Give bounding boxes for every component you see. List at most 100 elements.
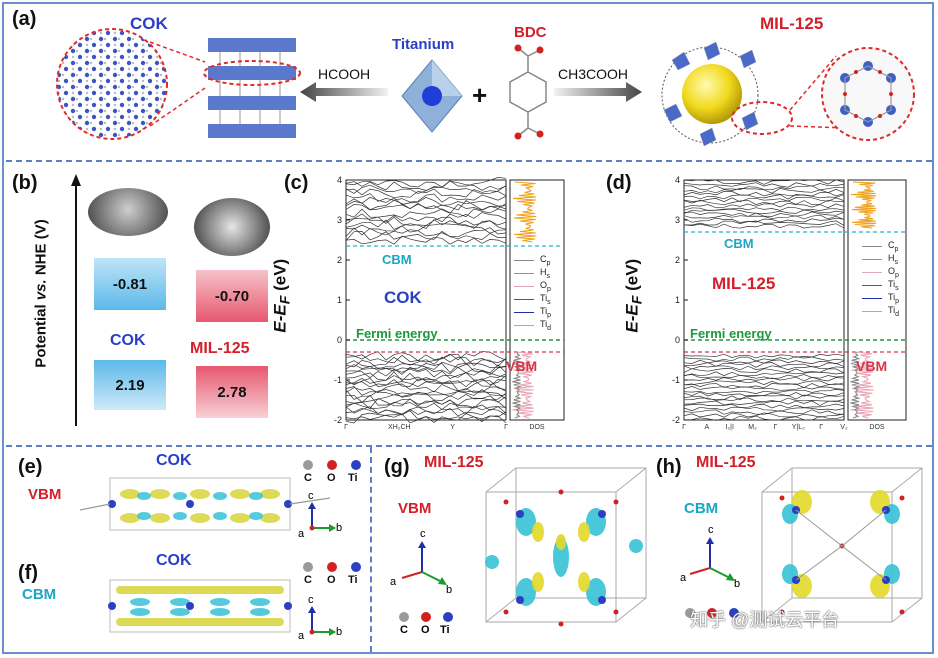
- band-line: [683, 365, 845, 371]
- atom-c-label-f: C: [304, 574, 312, 586]
- band-line: [345, 362, 507, 374]
- axis-c-f: c: [308, 594, 314, 606]
- legend-entry: Op: [862, 266, 899, 279]
- legend-label: Hs: [540, 267, 550, 280]
- panel-h-cell: [761, 467, 923, 623]
- band-line: [683, 217, 845, 223]
- atom-ti-label-f: Ti: [348, 574, 358, 586]
- dos-c-p-curve: [850, 351, 861, 419]
- band-line: [683, 382, 845, 389]
- atom-legend-e-dots: [303, 460, 361, 470]
- band-line: [345, 368, 507, 379]
- band-line: [345, 212, 507, 223]
- legend-entry: Hs: [862, 253, 899, 266]
- panel-f-title: COK: [156, 552, 192, 569]
- band-line: [345, 208, 507, 218]
- cok-layer-stack: [203, 38, 301, 138]
- band-frame: [345, 179, 507, 421]
- band-lines: [345, 177, 507, 424]
- arrow-right: [554, 82, 642, 102]
- legend-swatch: [862, 298, 882, 299]
- legend-label: Cp: [540, 254, 551, 267]
- cok-name: COK: [110, 332, 146, 349]
- panel-b-label: (b): [12, 172, 38, 194]
- atom-c-label-g: C: [400, 624, 408, 636]
- band-line: [683, 211, 845, 217]
- band-line: [683, 386, 845, 391]
- panel-a-label: (a): [12, 8, 37, 30]
- panel-e-tag: VBM: [28, 486, 62, 503]
- legend-label: Cp: [888, 240, 899, 253]
- band-line: [345, 216, 507, 226]
- band-line: [683, 389, 845, 395]
- legend-entry: Hs: [514, 267, 551, 280]
- legend-label: Tip: [540, 306, 552, 319]
- axis-a-e: a: [298, 528, 305, 540]
- band-line: [683, 409, 845, 415]
- plus-sign: +: [472, 80, 488, 110]
- panel-e-label: (e): [18, 456, 43, 478]
- band-line: [683, 394, 845, 401]
- atom-legend-f-dots: [303, 562, 361, 572]
- band-line: [345, 351, 507, 362]
- band-line: [683, 206, 845, 211]
- y-tick-label: 4: [675, 175, 680, 185]
- y-tick-label: -2: [672, 415, 680, 425]
- cok-zoom-circle: [56, 28, 168, 140]
- band-line: [345, 410, 507, 420]
- panel-c-label: (c): [284, 172, 309, 194]
- legend-label: Hs: [888, 253, 898, 266]
- hcooh-label: HCOOH: [318, 66, 371, 82]
- panel-e-title: COK: [156, 452, 192, 469]
- band-line: [683, 359, 845, 365]
- x-tick-label: Γ: [819, 424, 823, 431]
- dos-ti-d-curve: [850, 181, 877, 229]
- watermark-text: 知乎 @测试云平台: [690, 610, 840, 630]
- legend-swatch: [862, 246, 882, 247]
- axis-b-h: b: [734, 578, 741, 590]
- band-line: [683, 412, 845, 418]
- panel-g-axes: [401, 541, 447, 585]
- x-tick-label: Γ: [682, 424, 686, 431]
- band-line: [345, 398, 507, 409]
- legend-swatch: [514, 286, 534, 287]
- band-line: [683, 182, 845, 188]
- panel-d-vbm-label: VBM: [856, 358, 888, 374]
- band-line: [345, 235, 507, 245]
- axis-a-g: a: [390, 576, 397, 588]
- band-line: [683, 199, 845, 206]
- titanium-label: Titanium: [392, 36, 455, 53]
- band-line: [683, 191, 845, 197]
- panel-f-structure: [108, 579, 292, 633]
- panel-d-cbm-label: CBM: [724, 236, 754, 251]
- panel-h-label: (h): [656, 456, 682, 478]
- x-tick-label: Γ: [504, 424, 508, 431]
- y-tick-label: -1: [334, 375, 342, 385]
- axes-f-arrows: [308, 606, 336, 636]
- dos-o-p-curve: [512, 351, 534, 419]
- band-line: [683, 415, 845, 421]
- bdc-molecule: [509, 47, 547, 137]
- axis-a-h: a: [680, 572, 687, 584]
- band-line: [683, 179, 845, 185]
- ch3cooh-label: CH3COOH: [558, 66, 629, 82]
- potential-axis-arrow: [71, 174, 81, 426]
- band-line: [345, 383, 507, 394]
- band-line: [345, 380, 507, 391]
- legend-swatch: [514, 299, 534, 300]
- legend-label: Op: [888, 266, 899, 279]
- y-tick-label: 3: [337, 215, 342, 225]
- x-tick-label: I₂|I: [725, 424, 733, 431]
- band-line: [345, 199, 507, 211]
- legend-entry: Tid: [514, 319, 551, 332]
- band-line: [683, 406, 845, 412]
- axis-b-g: b: [446, 584, 453, 596]
- x-tick-label: XH₂CH: [388, 424, 411, 431]
- mil125-cage: [661, 41, 793, 147]
- y-tick-label: 1: [675, 295, 680, 305]
- panel-h-axes: [689, 537, 735, 581]
- band-line: [683, 353, 845, 359]
- mil125-name: MIL-125: [190, 340, 250, 357]
- legend-entry: Tip: [514, 306, 551, 319]
